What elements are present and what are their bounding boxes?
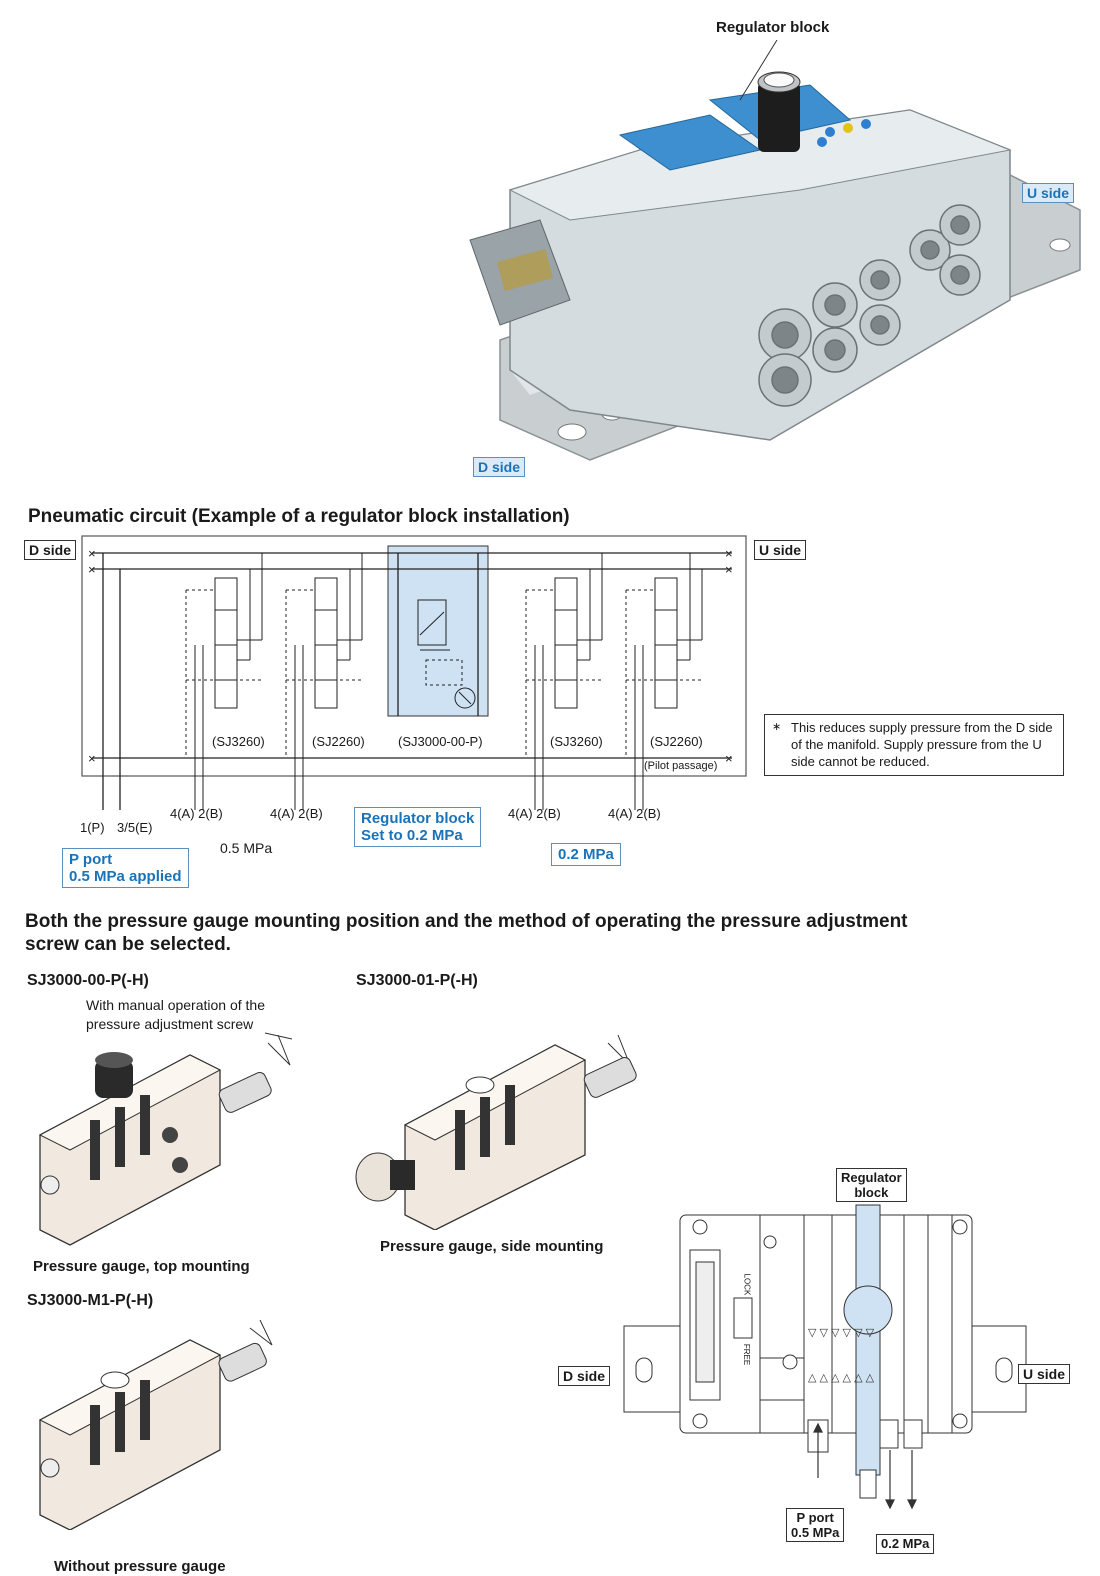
port-ab-label-2: 4(A) 2(B) bbox=[270, 806, 323, 821]
regulator-symbol bbox=[417, 599, 476, 709]
valve-label-4: (SJ3260) bbox=[550, 734, 603, 749]
manual-note-line2: pressure adjustment screw bbox=[86, 1016, 254, 1032]
port-1p-label: 1(P) bbox=[80, 820, 105, 835]
svg-text:△ △ △ △ △ △: △ △ △ △ △ △ bbox=[808, 1372, 875, 1384]
circuit-title: Pneumatic circuit (Example of a regulato… bbox=[28, 506, 570, 527]
svg-text:×: × bbox=[725, 562, 733, 577]
block-no-gauge-illustration bbox=[30, 1319, 310, 1531]
regulator-callout-line2: Set to 0.2 MPa bbox=[361, 827, 463, 844]
valve-label-5: (SJ2260) bbox=[650, 734, 703, 749]
circuit-u-side-tag: U side bbox=[754, 540, 807, 560]
pilot-passage-label: (Pilot passage) bbox=[644, 760, 718, 772]
svg-text:×: × bbox=[88, 546, 96, 561]
valve-1 bbox=[185, 553, 263, 810]
manual-note-line1: With manual operation of the bbox=[86, 997, 265, 1013]
svg-text:▽ ▽ ▽ ▽ ▽ ▽: ▽ ▽ ▽ ▽ ▽ ▽ bbox=[808, 1327, 875, 1339]
svg-text:×: × bbox=[725, 546, 733, 561]
circuit-diagram: ××× ××× bbox=[0, 530, 760, 832]
model-side-mount: SJ3000-01-P(-H) bbox=[356, 972, 478, 989]
drawing-p-port-line2: 0.5 MPa bbox=[791, 1525, 840, 1540]
port-ab-label-4: 4(A) 2(B) bbox=[608, 806, 661, 821]
drawing-lock-label: LOCK bbox=[742, 1273, 752, 1296]
valve-label-1: (SJ3260) bbox=[212, 734, 265, 749]
valve-3 bbox=[525, 553, 603, 810]
port-ab-label-1: 4(A) 2(B) bbox=[170, 806, 223, 821]
p-port-line2: 0.5 MPa applied bbox=[69, 868, 182, 885]
drawing-p-port-callout: P port 0.5 MPa bbox=[786, 1508, 845, 1542]
drawing-regulator-line1: Regulator bbox=[841, 1170, 902, 1185]
regulator-callout: Regulator block Set to 0.2 MPa bbox=[354, 807, 482, 847]
port-35e-label: 3/5(E) bbox=[117, 820, 153, 835]
valve-4 bbox=[625, 553, 703, 810]
valve-2 bbox=[285, 553, 363, 810]
drawing-u-side-tag: U side bbox=[1018, 1364, 1071, 1384]
p-port-callout: P port 0.5 MPa applied bbox=[62, 848, 189, 888]
port-ab-label-3: 4(A) 2(B) bbox=[508, 806, 561, 821]
p-port-line1: P port bbox=[69, 851, 113, 868]
regulator-highlight bbox=[387, 545, 489, 717]
drawing-p-port-line1: P port bbox=[796, 1510, 834, 1525]
note-box: ∗ This reduces supply pressure from the … bbox=[764, 714, 1064, 776]
svg-text:×: × bbox=[88, 751, 96, 766]
svg-text:×: × bbox=[88, 562, 96, 577]
block-top-mount-illustration bbox=[30, 1025, 310, 1250]
pressure-left-label: 0.5 MPa bbox=[220, 840, 273, 856]
note-text: This reduces supply pressure from the D … bbox=[791, 720, 1053, 769]
model-top-mount: SJ3000-00-P(-H) bbox=[27, 972, 149, 989]
model-no-gauge: SJ3000-M1-P(-H) bbox=[27, 1292, 154, 1309]
photo-u-side-tag: U side bbox=[1022, 183, 1075, 203]
caption-top-mount: Pressure gauge, top mounting bbox=[33, 1258, 250, 1275]
block-side-mount-illustration bbox=[350, 1025, 640, 1231]
pressure-right-callout: 0.2 MPa bbox=[551, 843, 621, 866]
caption-no-gauge: Without pressure gauge bbox=[54, 1558, 226, 1575]
options-heading-line2: screw can be selected. bbox=[25, 934, 231, 955]
manifold-drawing: ▽ ▽ ▽ ▽ ▽ ▽ △ △ △ △ △ △ bbox=[600, 1200, 1040, 1530]
regulator-callout-line1: Regulator block bbox=[361, 810, 475, 827]
drawing-regulator-line2: block bbox=[854, 1185, 889, 1200]
manifold-photo bbox=[440, 39, 1100, 480]
note-mark: ∗ bbox=[772, 721, 782, 733]
svg-text:×: × bbox=[725, 751, 733, 766]
circuit-d-side-tag: D side bbox=[24, 540, 77, 560]
valve-label-2: (SJ2260) bbox=[312, 734, 365, 749]
valve-label-3: (SJ3000-00-P) bbox=[398, 734, 483, 749]
drawing-regulator-callout: Regulator block bbox=[836, 1168, 907, 1202]
drawing-free-label: FREE bbox=[742, 1343, 752, 1366]
photo-regulator-block-label: Regulator block bbox=[716, 19, 830, 36]
caption-side-mount: Pressure gauge, side mounting bbox=[380, 1238, 604, 1255]
options-heading-line1: Both the pressure gauge mounting positio… bbox=[25, 911, 908, 932]
drawing-d-side-tag: D side bbox=[558, 1366, 611, 1386]
photo-d-side-tag: D side bbox=[473, 457, 526, 477]
drawing-pressure-out-tag: 0.2 MPa bbox=[876, 1534, 935, 1554]
